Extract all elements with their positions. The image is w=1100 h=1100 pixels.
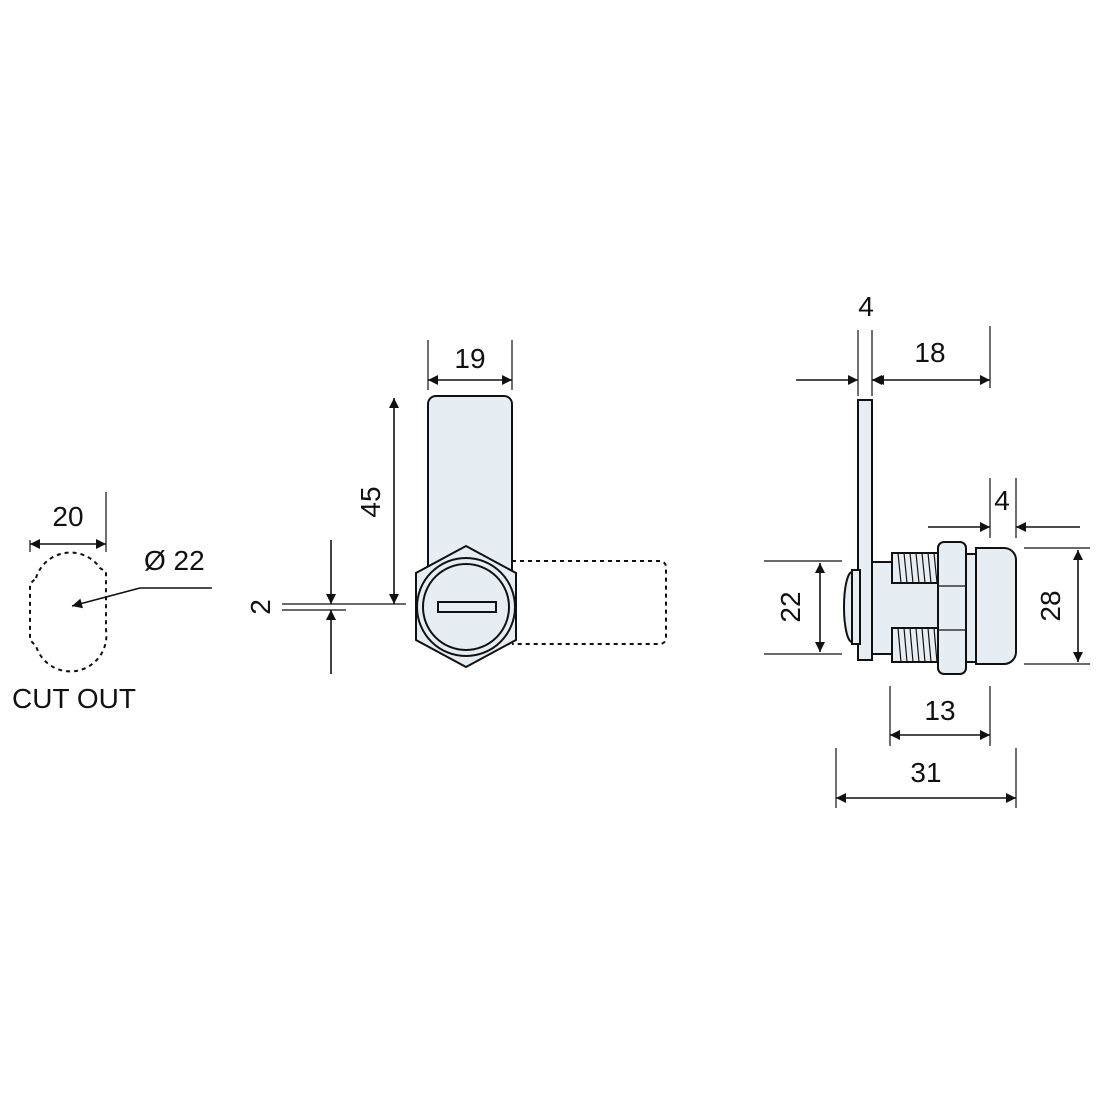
cam-rotated-position: [512, 560, 667, 645]
lock-head: [975, 547, 1017, 665]
front-view: 19 45 2: [245, 340, 667, 674]
body-diameter-label: 22: [775, 591, 806, 622]
cutout-caption: CUT OUT: [12, 683, 136, 714]
thread-length-label: 13: [924, 695, 955, 726]
key-slot: [437, 601, 497, 613]
cam-length-label: 45: [355, 486, 386, 517]
thread-top: [891, 552, 941, 584]
cam-reach-label: 18: [914, 337, 945, 368]
side-hex-nut: [937, 541, 967, 675]
cutout-diameter-arrow: [71, 587, 141, 609]
side-washer: [965, 553, 977, 663]
cutout-outline: [29, 551, 108, 673]
thread-bottom: [891, 627, 941, 663]
cutout-width-label: 20: [52, 501, 83, 532]
overall-length-label: 31: [910, 757, 941, 788]
head-diameter-label: 28: [1035, 590, 1066, 621]
tail-boss: [851, 569, 861, 645]
cam-plate: [857, 399, 873, 661]
cam: [427, 395, 513, 571]
cutout-diameter-label: Ø 22: [144, 545, 205, 576]
cutout-view: 20 Ø 22 CUT OUT: [12, 492, 212, 714]
side-view: 4 18 4 22 28 13 31: [764, 291, 1090, 808]
offset-label: 2: [245, 599, 276, 615]
head-depth-label: 4: [994, 485, 1010, 516]
cam-thickness-label: 4: [858, 291, 874, 322]
cam-width-label: 19: [454, 343, 485, 374]
tail-knob: [843, 570, 853, 644]
